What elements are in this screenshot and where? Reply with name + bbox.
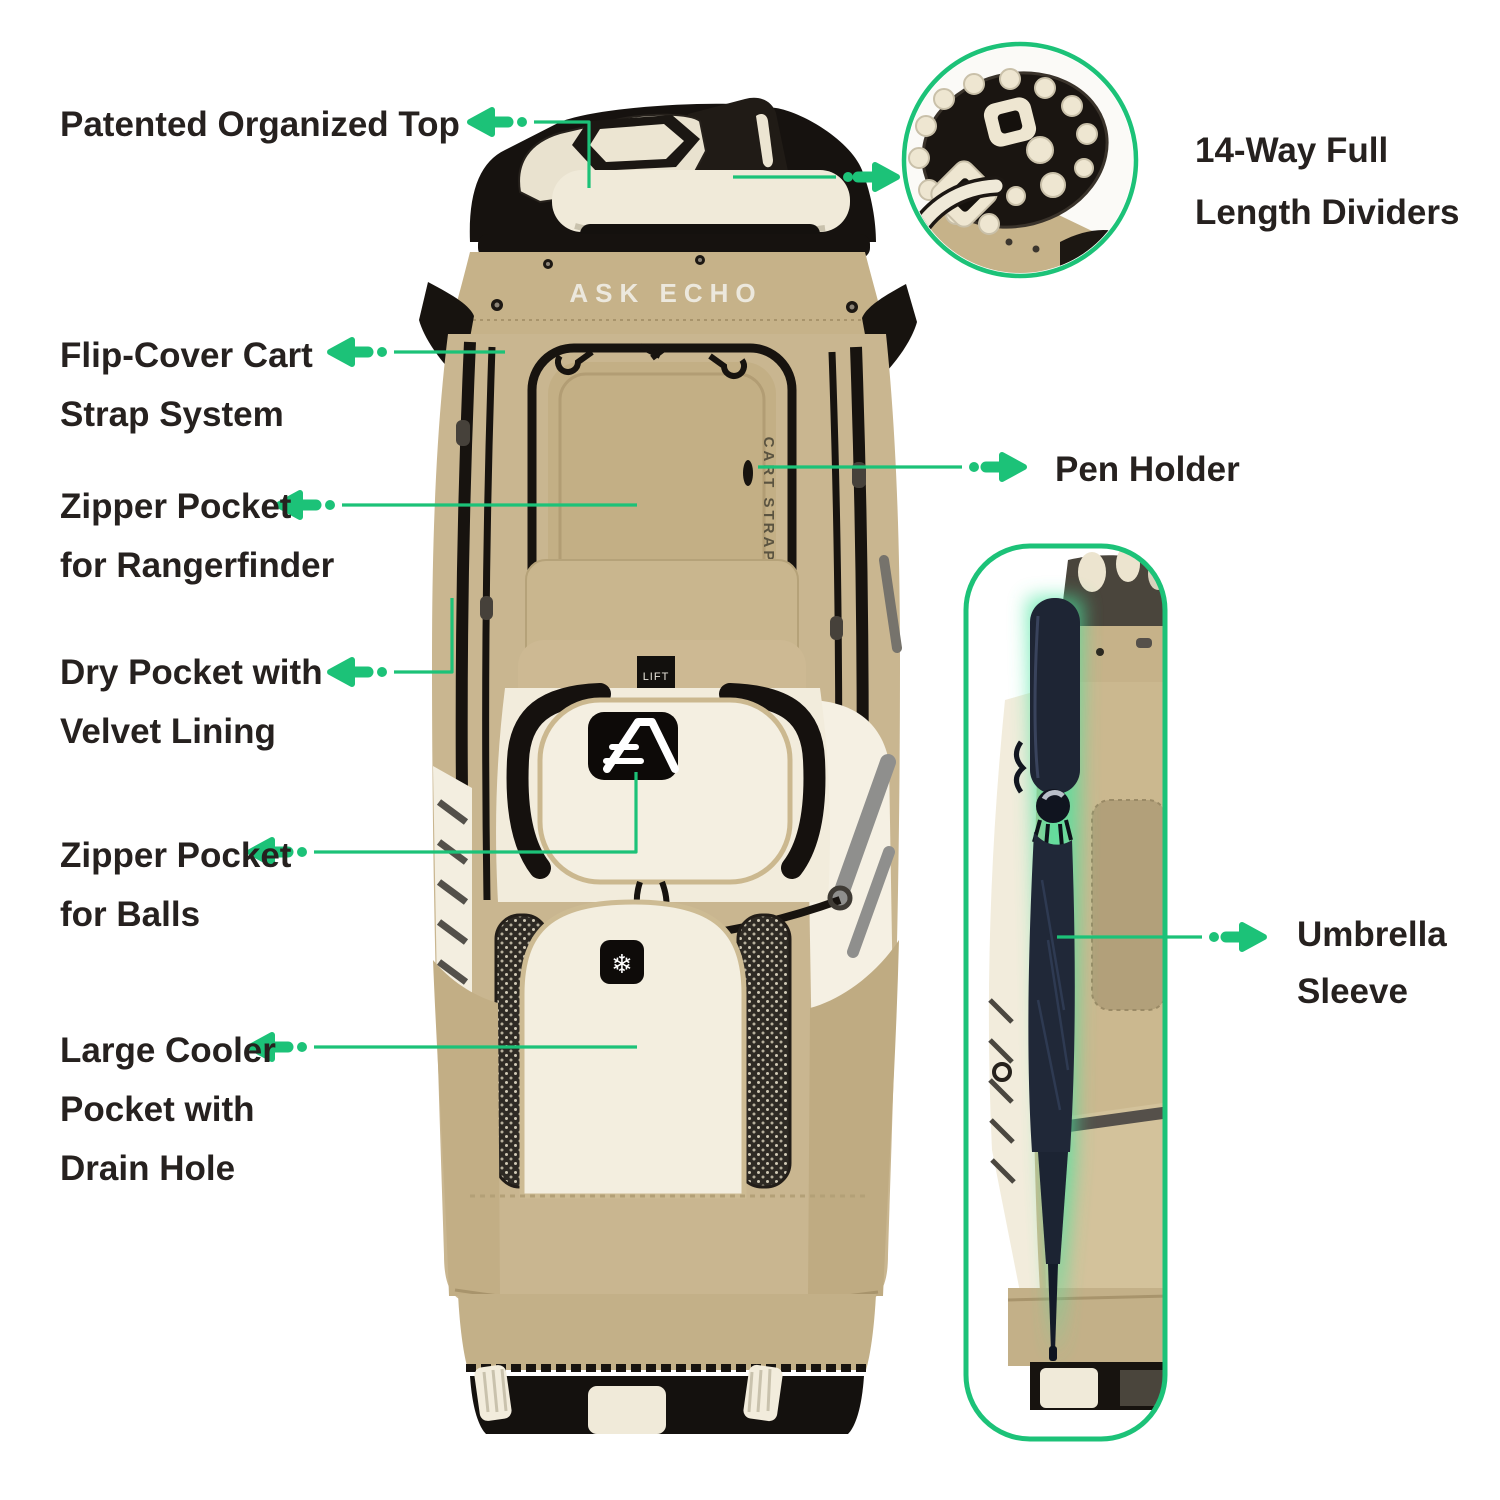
callout-pen-holder: Pen Holder (1055, 440, 1240, 499)
callout-14-way-dividers: 14-Way Full Length Dividers (1195, 120, 1459, 244)
snowflake-badge: ❄ (600, 940, 644, 984)
brand-monogram-icon (588, 712, 679, 780)
connector-organized-top (467, 107, 591, 188)
callout-line: Drain Hole (60, 1149, 236, 1188)
callout-line: Large Cooler (60, 1031, 276, 1070)
callout-line: Dry Pocket with (60, 653, 323, 692)
inset-border (963, 543, 1168, 1442)
callout-cooler-pocket: Large Cooler Pocket with Drain Hole (60, 1021, 276, 1198)
callout-line: Zipper Pocket (60, 836, 292, 875)
cooler-pocket: ❄ (519, 899, 747, 1199)
snowflake-icon: ❄ (611, 950, 633, 980)
svg-text:LIFT: LIFT (643, 671, 670, 683)
dividers-inset (901, 41, 1139, 279)
brand-logo-text: ASK ECHO (569, 278, 762, 308)
callout-patented-organized-top: Patented Organized Top (60, 95, 460, 154)
connector-pen-holder (758, 452, 1027, 482)
callout-line: Pocket with (60, 1090, 255, 1129)
cart-strap-text: CART STRAP (760, 437, 777, 564)
connector-rangefinder (275, 490, 637, 520)
bag-base (458, 1294, 876, 1434)
callout-line: Length Dividers (1195, 193, 1460, 232)
callout-line: Patented Organized Top (60, 105, 460, 144)
inset-ring (901, 41, 1139, 279)
pen-holder-slot (743, 460, 753, 486)
bag-body: CART STRAP LIFT (432, 334, 902, 1309)
connector-dividers (733, 162, 900, 192)
callout-rangefinder-pocket: Zipper Pocket for Rangerfinder (60, 477, 334, 595)
umbrella (1014, 598, 1082, 1361)
callout-connectors (247, 107, 1267, 1062)
callout-line: Velvet Lining (60, 712, 276, 751)
callout-flip-cover-cart-strap: Flip-Cover Cart Strap System (60, 326, 313, 444)
callout-line: Zipper Pocket (60, 487, 292, 526)
bag-handle (552, 170, 850, 232)
umbrella-inset (963, 543, 1168, 1442)
lift-tag: LIFT (637, 656, 675, 694)
callout-line: Flip-Cover Cart (60, 336, 313, 375)
callout-ball-pocket: Zipper Pocket for Balls (60, 826, 291, 944)
connector-umbrella (1057, 922, 1267, 952)
bag-front-view: ASK ECHO (419, 97, 917, 1434)
connector-cooler-pocket (247, 1032, 637, 1062)
callout-umbrella-sleeve: Umbrella Sleeve (1297, 906, 1447, 1020)
divider-slots (908, 68, 1098, 235)
callout-line: Pen Holder (1055, 450, 1240, 489)
ball-pocket (496, 683, 853, 947)
connector-ball-pocket (247, 772, 638, 867)
callout-line: 14-Way Full (1195, 131, 1389, 170)
callout-line: Sleeve (1297, 972, 1408, 1011)
callout-line: for Balls (60, 895, 201, 934)
callout-line: Umbrella (1297, 915, 1447, 954)
callout-line: Strap System (60, 395, 284, 434)
connector-dry-pocket (327, 598, 454, 687)
connector-cart-strap (327, 337, 505, 367)
callout-dry-pocket: Dry Pocket with Velvet Lining (60, 643, 323, 761)
callout-line: for Rangerfinder (60, 546, 335, 585)
